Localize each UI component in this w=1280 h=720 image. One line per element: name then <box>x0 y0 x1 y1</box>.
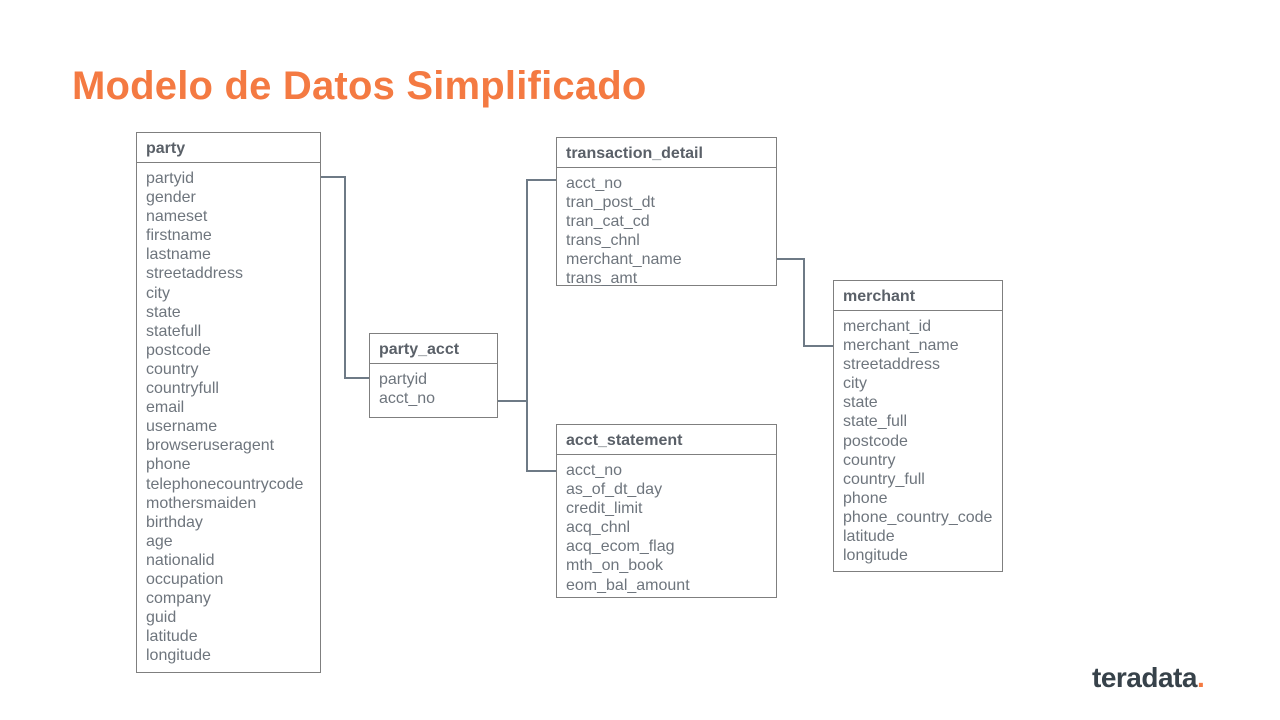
entity-field: statefull <box>146 322 202 340</box>
entity-field: nameset <box>146 208 208 226</box>
entity-field: partyid <box>379 371 428 388</box>
entity-field: country <box>843 451 896 469</box>
entity-field: longitude <box>843 547 908 565</box>
entity-field: occupation <box>146 570 224 588</box>
connector-party-to-party-acct <box>321 176 369 379</box>
entity-field: acct_no <box>379 390 436 408</box>
page-title: Modelo de Datos Simplificado <box>72 64 647 108</box>
entity-field: streetaddress <box>146 265 243 283</box>
entity-field: nationalid <box>146 551 215 569</box>
entity-field: email <box>146 399 185 417</box>
entity-field: latitude <box>146 628 198 646</box>
entity-field: state <box>843 394 878 412</box>
entity-field: as_of_dt_day <box>566 481 663 499</box>
entity-field: credit_limit <box>566 500 643 518</box>
connector-transaction-detail-to-merchant <box>777 258 833 347</box>
entity-field: acq_chnl <box>566 519 631 537</box>
entity-field: username <box>146 418 218 436</box>
entity-party-acct[interactable]: party_acct partyid acct_no <box>369 333 498 418</box>
entity-merchant-name: merchant <box>834 281 1002 311</box>
entity-field: partyid <box>146 170 195 187</box>
entity-transaction-detail-name: transaction_detail <box>557 138 776 168</box>
entity-field: trans_chnl <box>566 232 640 250</box>
entity-field: merchant_id <box>843 318 932 335</box>
entity-field: country_full <box>843 470 925 488</box>
connector-party-acct-to-transaction-detail <box>498 179 556 402</box>
entity-party-acct-name: party_acct <box>370 334 497 364</box>
logo-wordmark: teradata <box>1092 662 1197 693</box>
entity-field: tran_cat_cd <box>566 213 650 231</box>
entity-party-acct-fields: partyid acct_no <box>370 364 497 408</box>
entity-field: guid <box>146 609 177 627</box>
entity-field: trans_amt <box>566 270 638 288</box>
entity-field: company <box>146 590 211 608</box>
connector-party-acct-to-acct-statement <box>526 401 556 472</box>
teradata-logo: teradata. <box>1092 662 1205 694</box>
entity-field: state <box>146 303 181 321</box>
entity-field: acq_ecom_flag <box>566 538 675 556</box>
entity-field: city <box>843 375 867 393</box>
entity-field: postcode <box>843 432 908 450</box>
entity-field: mothersmaiden <box>146 494 257 512</box>
entity-field: longitude <box>146 647 211 665</box>
entity-field: postcode <box>146 341 211 359</box>
entity-field: phone <box>843 489 888 507</box>
entity-field: telephonecountrycode <box>146 475 304 493</box>
entity-field: latitude <box>843 528 895 546</box>
entity-field: acct_no <box>566 462 623 479</box>
entity-field: gender <box>146 189 196 207</box>
entity-party-name: party <box>137 133 320 163</box>
entity-field: city <box>146 284 170 302</box>
entity-field: tran_post_dt <box>566 194 655 212</box>
entity-field: browseruseragent <box>146 437 275 455</box>
entity-acct-statement-name: acct_statement <box>557 425 776 455</box>
entity-field: countryfull <box>146 380 219 398</box>
entity-field: age <box>146 532 173 550</box>
entity-field: acct_no <box>566 175 623 192</box>
entity-field: lastname <box>146 246 211 264</box>
logo-dot: . <box>1196 662 1205 693</box>
entity-field: eom_bal_amount <box>566 576 690 594</box>
entity-field: merchant_name <box>566 251 682 269</box>
entity-field: country <box>146 360 199 378</box>
entity-field: streetaddress <box>843 356 940 374</box>
entity-field: state_full <box>843 413 908 431</box>
entity-field: birthday <box>146 513 203 531</box>
entity-field: merchant_name <box>843 337 959 355</box>
entity-field: mth_on_book <box>566 557 663 575</box>
entity-field: phone <box>146 456 191 474</box>
entity-field: firstname <box>146 227 212 245</box>
entity-field: phone_country_code <box>843 508 993 526</box>
